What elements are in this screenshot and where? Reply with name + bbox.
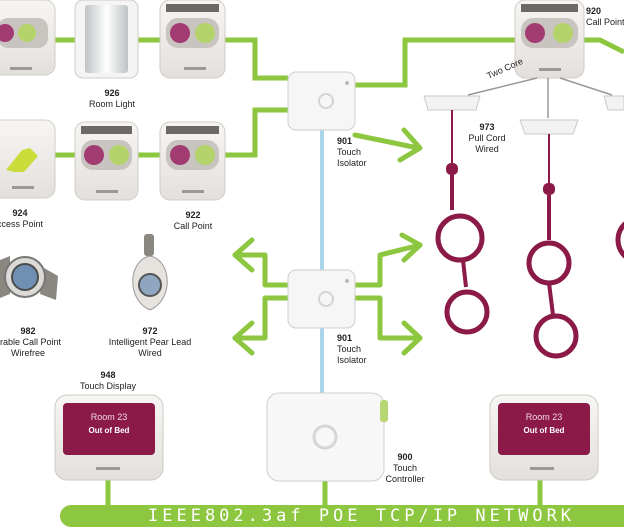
call-point-device-top bbox=[159, 0, 226, 79]
touch-display-label: 948 Touch Display bbox=[72, 370, 144, 392]
call-point-922-code: 922 bbox=[185, 210, 201, 220]
touch-isolator-lower-device bbox=[287, 269, 356, 329]
touch-controller-line1: Touch bbox=[392, 463, 418, 473]
wearable-call-point-label: 982 arable Call Point Wirefree bbox=[0, 326, 68, 359]
network-bus-label: IEEE802.3af POE TCP/IP NETWORK bbox=[148, 506, 576, 526]
pear-lead-code: 972 bbox=[142, 326, 158, 336]
pull-cord-ceiling-unit-1 bbox=[423, 95, 481, 111]
touch-isolator-lower-code: 901 bbox=[337, 333, 353, 343]
room-light-code: 926 bbox=[104, 88, 120, 98]
touch-controller-code: 900 bbox=[397, 452, 413, 462]
green-connections bbox=[55, 37, 624, 510]
pull-cord-code: 973 bbox=[479, 122, 495, 132]
screen-status-right: Out of Bed bbox=[523, 426, 565, 435]
access-point-name: ccess Point bbox=[0, 219, 44, 229]
pull-cords bbox=[435, 110, 624, 359]
call-point-920-code: 920 bbox=[586, 6, 602, 16]
screen-room-right: Room 23 bbox=[525, 412, 563, 422]
touch-display-left-device bbox=[54, 394, 164, 481]
touch-isolator-upper-line2: Isolator bbox=[337, 158, 367, 168]
room-light-device bbox=[74, 0, 139, 79]
call-point-920-device bbox=[514, 0, 585, 79]
touch-controller-line2: Controller bbox=[385, 474, 425, 484]
ceiling-pull-wiring bbox=[467, 77, 613, 118]
arrow-upper-left bbox=[232, 237, 291, 288]
pull-cord-ceiling-unit-3 bbox=[603, 95, 624, 111]
wearable-call-point-code: 982 bbox=[20, 326, 36, 336]
touch-display-right-device bbox=[489, 394, 599, 481]
pear-lead-device bbox=[132, 234, 168, 311]
touch-isolator-lower-line1: Touch bbox=[337, 344, 362, 354]
room-light-label: 926 Room Light bbox=[77, 88, 147, 110]
screen-status-left: Out of Bed bbox=[88, 426, 130, 435]
wearable-call-point-line2: Wirefree bbox=[10, 348, 45, 358]
call-point-922-label: 922 Call Point bbox=[158, 210, 228, 232]
access-point-code: 924 bbox=[12, 208, 28, 218]
touch-isolator-upper-code: 901 bbox=[337, 136, 353, 146]
touch-isolator-upper-line1: Touch bbox=[337, 147, 362, 157]
touch-isolator-upper-device bbox=[287, 71, 356, 131]
arrow-right-upper bbox=[352, 127, 423, 163]
call-point-device-top-left bbox=[0, 0, 56, 76]
arrow-lower-left bbox=[232, 295, 291, 356]
call-point-920-name: Call Point bbox=[586, 17, 624, 27]
touch-controller-device bbox=[266, 392, 388, 482]
network-bus bbox=[60, 505, 624, 527]
pear-lead-label: 972 Intelligent Pear Lead Wired bbox=[100, 326, 200, 359]
arrow-lower-right bbox=[352, 295, 423, 356]
pear-lead-line1: Intelligent Pear Lead bbox=[108, 337, 192, 347]
touch-isolator-lower-label: 901 Touch Isolator bbox=[337, 333, 377, 366]
call-point-920-label: 920 Call Point bbox=[586, 6, 624, 28]
pull-cord-line2: Wired bbox=[475, 144, 499, 154]
screen-room-left: Room 23 bbox=[90, 412, 128, 422]
access-point-device bbox=[0, 119, 56, 199]
pear-lead-line2: Wired bbox=[138, 348, 162, 358]
touch-display-name: Touch Display bbox=[79, 381, 137, 391]
call-point-device-middle-2 bbox=[159, 121, 226, 201]
call-point-device-middle-1 bbox=[74, 121, 139, 201]
touch-isolator-upper-label: 901 Touch Isolator bbox=[337, 136, 377, 169]
access-point-label: 924 ccess Point bbox=[0, 208, 50, 230]
wearable-call-point-device bbox=[0, 256, 58, 300]
pull-cord-label: 973 Pull Cord Wired bbox=[464, 122, 510, 155]
pull-cord-line1: Pull Cord bbox=[468, 133, 506, 143]
wearable-call-point-line1: arable Call Point bbox=[0, 337, 62, 347]
pull-cord-ceiling-unit-2 bbox=[519, 119, 579, 135]
room-light-name: Room Light bbox=[88, 99, 136, 109]
touch-controller-label: 900 Touch Controller bbox=[380, 452, 430, 485]
touch-isolator-lower-line2: Isolator bbox=[337, 355, 367, 365]
call-point-922-name: Call Point bbox=[173, 221, 213, 231]
arrow-upper-right-lower bbox=[352, 232, 423, 288]
touch-display-code: 948 bbox=[100, 370, 116, 380]
arrows bbox=[232, 127, 423, 356]
